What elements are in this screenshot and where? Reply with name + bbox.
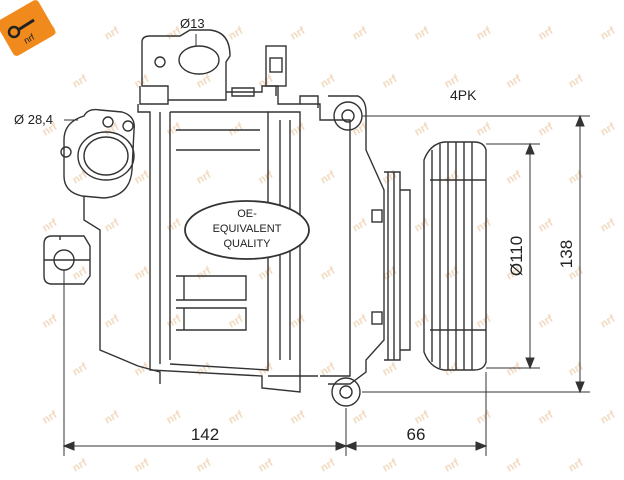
badge-line1: OE- bbox=[237, 208, 257, 220]
watermark-mark: nrf bbox=[413, 313, 432, 331]
watermark-mark: nrf bbox=[599, 313, 618, 331]
watermark-mark: nrf bbox=[227, 409, 246, 427]
watermark-mark: nrf bbox=[567, 169, 586, 187]
watermark-mark: nrf bbox=[165, 313, 184, 331]
watermark-mark: nrf bbox=[227, 313, 246, 331]
watermark-mark: nrf bbox=[537, 121, 556, 139]
label-belt-type: 4PK bbox=[450, 87, 477, 103]
watermark-pattern: nrf nrf nrf nrf nrf nrf nrf nrf nrf nrf nrf nrf nrf n… bbox=[41, 25, 618, 475]
watermark-mark: nrf bbox=[537, 409, 556, 427]
watermark-mark: nrf bbox=[567, 457, 586, 475]
watermark-mark: nrf bbox=[133, 457, 152, 475]
watermark-mark: nrf bbox=[475, 409, 494, 427]
label-length-body: 142 bbox=[191, 425, 219, 444]
label-port-small: Ø13 bbox=[180, 16, 205, 31]
watermark-mark: nrf bbox=[195, 361, 214, 379]
watermark-mark: nrf bbox=[71, 457, 90, 475]
watermark-mark: nrf bbox=[505, 169, 524, 187]
watermark-mark: nrf bbox=[319, 169, 338, 187]
watermark-mark: nrf bbox=[413, 121, 432, 139]
watermark-mark: nrf bbox=[103, 313, 122, 331]
watermark-mark: nrf bbox=[537, 313, 556, 331]
watermark-mark: nrf bbox=[599, 409, 618, 427]
label-port-large: Ø 28,4 bbox=[14, 112, 53, 127]
brand-logo: nrf bbox=[0, 0, 56, 56]
label-pulley-diameter: Ø110 bbox=[507, 236, 526, 276]
watermark-mark: nrf bbox=[195, 73, 214, 91]
watermark-mark: nrf bbox=[133, 361, 152, 379]
watermark-mark: nrf bbox=[289, 121, 308, 139]
watermark-mark: nrf bbox=[289, 409, 308, 427]
watermark-mark: nrf bbox=[537, 217, 556, 235]
watermark-mark: nrf bbox=[413, 409, 432, 427]
watermark-mark: nrf bbox=[319, 457, 338, 475]
watermark-mark: nrf bbox=[351, 217, 370, 235]
label-length-pulley: 66 bbox=[407, 425, 426, 444]
watermark-mark: nrf bbox=[289, 25, 308, 43]
watermark-mark: nrf bbox=[71, 361, 90, 379]
watermark-mark: nrf bbox=[381, 73, 400, 91]
watermark-mark: nrf bbox=[475, 121, 494, 139]
logo-text: nrf bbox=[22, 32, 37, 46]
badge-line2: EQUIVALENT bbox=[213, 223, 282, 235]
watermark-mark: nrf bbox=[505, 457, 524, 475]
watermark-mark: nrf bbox=[505, 361, 524, 379]
watermark-mark: nrf bbox=[351, 25, 370, 43]
watermark-mark: nrf bbox=[227, 25, 246, 43]
watermark-mark: nrf bbox=[257, 265, 276, 283]
watermark-mark: nrf bbox=[413, 217, 432, 235]
watermark-mark: nrf bbox=[103, 25, 122, 43]
compressor-body bbox=[43, 29, 487, 407]
watermark-mark: nrf bbox=[195, 265, 214, 283]
watermark-mark: nrf bbox=[567, 361, 586, 379]
dimension-lines bbox=[62, 34, 590, 456]
watermark-mark: nrf bbox=[41, 217, 60, 235]
watermark-mark: nrf bbox=[319, 265, 338, 283]
watermark-mark: nrf bbox=[165, 409, 184, 427]
watermark-mark: nrf bbox=[165, 217, 184, 235]
watermark-mark: nrf bbox=[41, 313, 60, 331]
watermark-mark: nrf bbox=[351, 409, 370, 427]
watermark-mark: nrf bbox=[443, 169, 462, 187]
watermark-mark: nrf bbox=[351, 313, 370, 331]
watermark-mark: nrf bbox=[443, 457, 462, 475]
watermark-mark: nrf bbox=[257, 457, 276, 475]
watermark-mark: nrf bbox=[413, 25, 432, 43]
watermark-mark: nrf bbox=[133, 169, 152, 187]
watermark-mark: nrf bbox=[103, 121, 122, 139]
watermark-mark: nrf bbox=[599, 217, 618, 235]
watermark-mark: nrf bbox=[71, 73, 90, 91]
label-height: 138 bbox=[557, 240, 576, 268]
watermark-mark: nrf bbox=[599, 25, 618, 43]
watermark-mark: nrf bbox=[319, 73, 338, 91]
watermark-mark: nrf bbox=[257, 169, 276, 187]
watermark-mark: nrf bbox=[41, 409, 60, 427]
oe-quality-badge: OE- EQUIVALENT QUALITY bbox=[184, 200, 310, 260]
watermark-mark: nrf bbox=[475, 25, 494, 43]
watermark-mark: nrf bbox=[289, 313, 308, 331]
watermark-mark: nrf bbox=[505, 73, 524, 91]
watermark-mark: nrf bbox=[381, 457, 400, 475]
badge-line3: QUALITY bbox=[223, 238, 271, 250]
watermark-mark: nrf bbox=[475, 313, 494, 331]
watermark-mark: nrf bbox=[71, 169, 90, 187]
watermark-mark: nrf bbox=[195, 169, 214, 187]
watermark-mark: nrf bbox=[475, 217, 494, 235]
watermark-mark: nrf bbox=[381, 361, 400, 379]
watermark-mark: nrf bbox=[537, 25, 556, 43]
watermark-mark: nrf bbox=[103, 217, 122, 235]
watermark-mark: nrf bbox=[567, 73, 586, 91]
watermark-mark: nrf bbox=[599, 121, 618, 139]
watermark-mark: nrf bbox=[195, 457, 214, 475]
watermark-mark: nrf bbox=[443, 265, 462, 283]
watermark-mark: nrf bbox=[103, 409, 122, 427]
watermark-mark: nrf bbox=[133, 265, 152, 283]
